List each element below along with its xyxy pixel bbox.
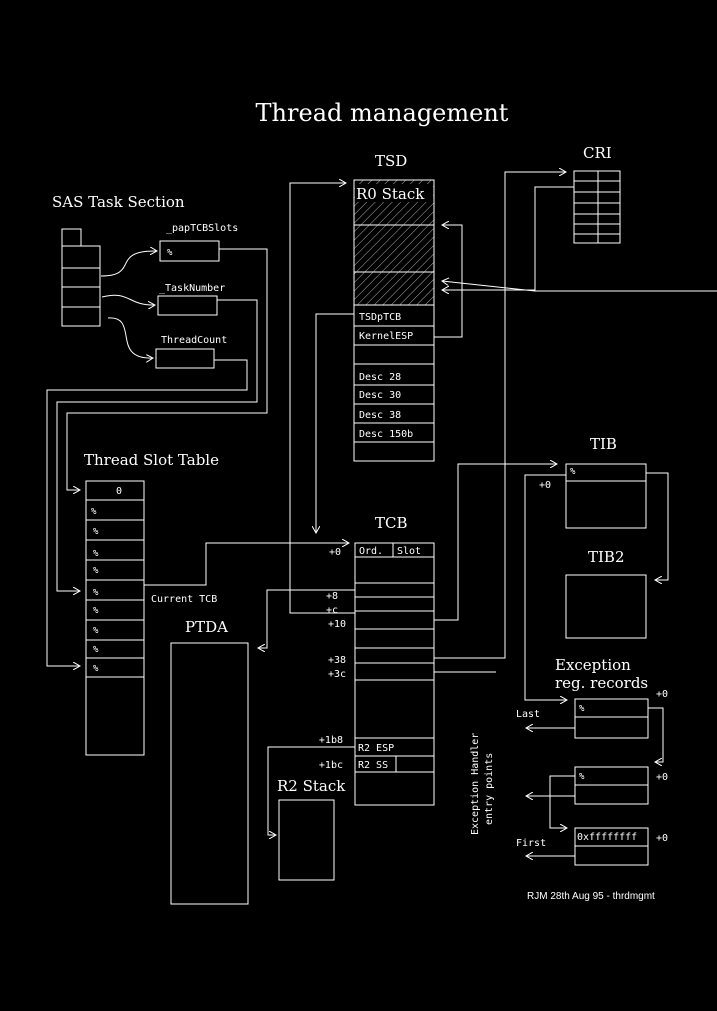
route-exc2-exc3 — [549, 775, 575, 828]
exc-handler-label-1: Exception Handler — [470, 733, 481, 835]
tib2-box — [565, 574, 647, 639]
tst-table — [85, 480, 145, 756]
r2stack-box — [278, 799, 335, 881]
tib2-title: TIB2 — [588, 548, 625, 566]
tib-pct: % — [570, 467, 576, 477]
paptcbslots-label: _papTCBSlots — [166, 223, 238, 234]
tsd-fields — [353, 304, 435, 462]
tcb-offset-10: +10 — [328, 619, 346, 630]
tst-row-8: % — [93, 645, 99, 655]
sas-curve-threadcount — [107, 317, 153, 358]
exc-record-2-pct: % — [579, 772, 585, 782]
route-tib-except — [524, 474, 567, 700]
sas-title: SAS Task Section — [52, 193, 185, 211]
route-current-tcb — [144, 543, 349, 586]
exc-last-label: Last — [516, 709, 540, 720]
r0-stack-label: R0 Stack — [356, 185, 425, 203]
route-exc1-exc2 — [648, 707, 664, 762]
tcb-offset-0: +0 — [329, 547, 341, 558]
exc-first-label: First — [516, 838, 546, 849]
tsd-field-desc38: Desc 38 — [359, 410, 401, 421]
sas-curve-tasknumber — [101, 294, 155, 305]
paptcbslots-box — [159, 240, 220, 262]
tcb-offset-38: +38 — [328, 655, 346, 666]
tst-row-4: % — [93, 566, 99, 576]
exc-title-2: reg. records — [555, 674, 648, 692]
tsd-field-tsdptcb: TSDpTCB — [359, 312, 401, 323]
tsd-field-desc150b: Desc 150b — [359, 429, 413, 440]
tib-offset: +0 — [539, 480, 551, 491]
threadcount-box — [155, 348, 215, 369]
tsd-title: TSD — [375, 152, 407, 170]
exc-record-2 — [574, 766, 649, 805]
tst-row-5: % — [93, 588, 99, 598]
footer-credit: RJM 28th Aug 95 - thrdmgmt — [527, 891, 655, 902]
ptda-box — [170, 642, 249, 905]
tst-row-0: 0 — [116, 486, 122, 497]
exc-record-3-terminator: 0xffffffff — [577, 832, 637, 843]
route-paptcb — [66, 248, 268, 490]
exc-record-1-offset: +0 — [656, 689, 668, 700]
tst-title: Thread Slot Table — [84, 451, 219, 469]
r2stack-title: R2 Stack — [277, 777, 346, 795]
tst-row-2: % — [93, 527, 99, 537]
route-tcb-tsd — [289, 183, 355, 614]
tcb-offset-3c: +3c — [328, 669, 346, 680]
cri-title: CRI — [583, 144, 612, 162]
tasknumber-label: _TaskNumber — [159, 283, 225, 294]
tcb-slot: Slot — [397, 546, 421, 557]
tib-title: TIB — [590, 435, 617, 453]
exc-record-3-offset: +0 — [656, 833, 668, 844]
cri-grid — [573, 170, 621, 244]
tcb-r2ss: R2 SS — [358, 760, 388, 771]
threadcount-label: ThreadCount — [161, 335, 227, 346]
tcb-title: TCB — [375, 514, 408, 532]
tst-row-7: % — [93, 626, 99, 636]
tcb-r2esp: R2 ESP — [358, 743, 394, 754]
tsd-field-kernelesp: KernelESP — [359, 331, 413, 342]
tcb-ord: Ord. — [359, 546, 383, 557]
route-r2esp — [267, 746, 355, 835]
route-kernelesp — [434, 225, 463, 338]
current-tcb-label: Current TCB — [151, 594, 217, 605]
exc-handler-label-2: entry points — [484, 753, 495, 825]
route-threadcount — [46, 359, 248, 666]
tasknumber-box — [157, 295, 218, 316]
exc-record-3 — [574, 827, 649, 866]
tcb-offset-1bc: +1bc — [319, 760, 343, 771]
tcb-offset-8: +8 — [326, 591, 338, 602]
sas-curve-paptcb — [100, 251, 157, 277]
tcb-table — [354, 542, 435, 806]
tst-row-3: % — [93, 549, 99, 559]
route-right-edge-to-r0 — [442, 281, 717, 292]
route-tib-tib2 — [646, 472, 669, 580]
exc-title-1: Exception — [555, 656, 631, 674]
exc-record-1 — [574, 698, 649, 739]
route-tsdptcb — [316, 313, 354, 533]
tsd-field-desc30: Desc 30 — [359, 390, 401, 401]
exc-record-2-offset: +0 — [656, 772, 668, 783]
route-tcb-tib — [434, 464, 557, 621]
tib-box — [565, 463, 647, 529]
tcb-offset-c: +c — [326, 605, 338, 616]
ptda-title: PTDA — [185, 618, 228, 636]
route-tcb-cri — [434, 172, 566, 659]
diagram-title: Thread management — [256, 99, 509, 127]
exc-record-1-pct: % — [579, 704, 585, 714]
paptcbslots-pct: % — [167, 248, 173, 258]
tst-row-9: % — [93, 664, 99, 674]
tst-row-6: % — [93, 606, 99, 616]
tsd-field-desc28: Desc 28 — [359, 372, 401, 383]
route-tasknumber — [56, 299, 258, 591]
tst-row-1: % — [91, 507, 97, 517]
route-cri-to-r0 — [442, 186, 574, 290]
sas-stack — [61, 228, 101, 327]
tcb-offset-1b8: +1b8 — [319, 735, 343, 746]
route-tcb-ptda — [258, 589, 355, 648]
